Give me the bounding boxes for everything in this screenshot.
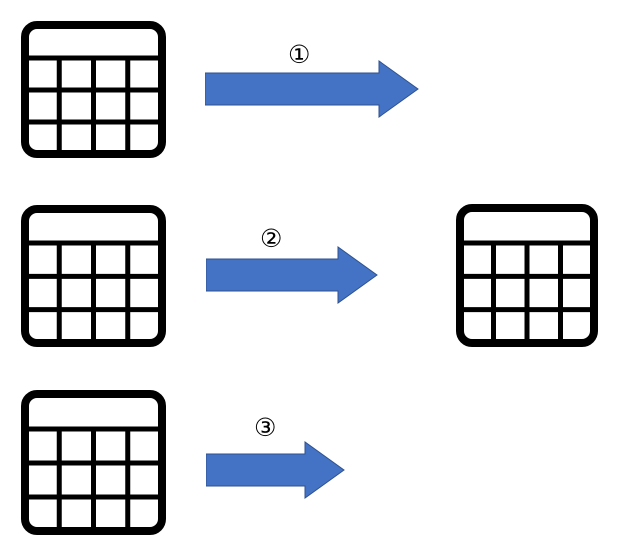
step-number-label-2: ② — [260, 224, 283, 253]
source-table-icon-2 — [21, 205, 166, 347]
process-arrow-3 — [206, 441, 345, 499]
step-number-label-3: ③ — [254, 413, 277, 442]
source-table-icon-1 — [21, 21, 166, 158]
process-arrow-2 — [206, 246, 378, 304]
process-arrow-1 — [205, 60, 419, 118]
step-number-label-1: ① — [288, 40, 311, 69]
source-table-icon-3 — [21, 390, 166, 535]
result-table-icon-2 — [456, 204, 598, 347]
